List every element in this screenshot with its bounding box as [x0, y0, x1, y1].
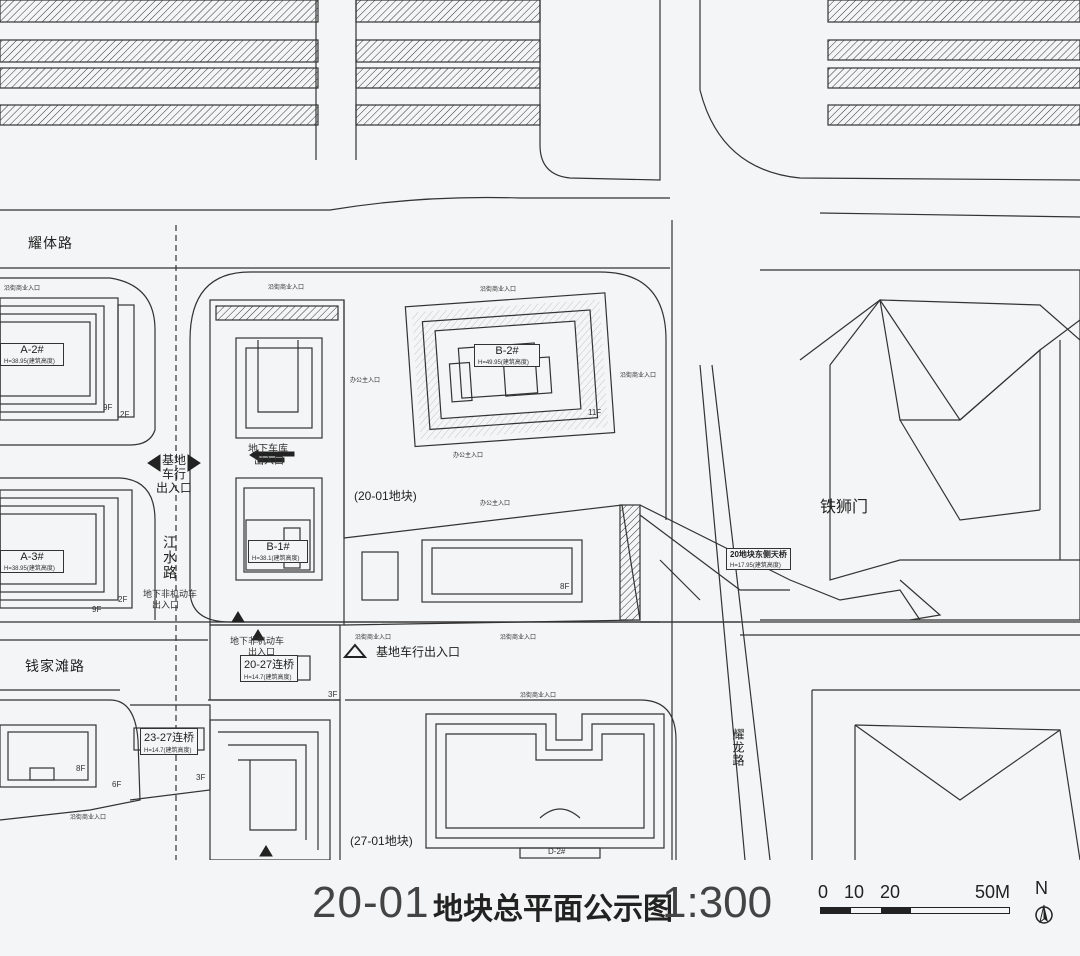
bridge-2027-name: 20-27连桥	[244, 659, 295, 671]
underground-garage-label: 地下车库	[248, 444, 288, 455]
building-b2-height: H=49.95(建筑高度)	[478, 360, 529, 366]
base-entry-label-2: 车行	[162, 467, 187, 481]
building-a3-floors: 9F	[92, 605, 102, 614]
nonmotor-west-label-2: 出入口	[152, 600, 180, 610]
street-entry-label-2: 沿街商业入口	[480, 287, 517, 293]
street-entry-label-7: 沿街商业入口	[520, 693, 557, 699]
road-label-east: 耀龙路	[731, 728, 745, 767]
building-a2-height: H=38.95(建筑高度)	[4, 359, 55, 365]
plot-label-2701: (27-01地块)	[350, 834, 413, 848]
office-entry-label-3: 办公主入口	[350, 378, 381, 384]
bridge-2327-height: H=14.7(建筑高度)	[144, 748, 192, 754]
office-entry-label-1: 办公主入口	[480, 501, 511, 507]
building-a2-floors: 9F	[103, 403, 113, 412]
street-entry-label-1: 沿街商业入口	[268, 285, 305, 291]
building-a2-label: A-2# H=38.95(建筑高度)	[0, 343, 64, 366]
scale-bar	[820, 907, 1010, 914]
building-left-low-floors2: 6F	[112, 780, 122, 789]
building-a3-floors2: 2F	[118, 595, 128, 604]
road-label-north: 耀体路	[28, 235, 73, 251]
base-entry-label-1: 基地	[162, 453, 187, 467]
bridge-20east-height: H=17.95(建筑高度)	[730, 563, 781, 569]
building-d2-label: D-2#	[548, 847, 566, 856]
scale-tick-50: 50M	[975, 882, 1011, 902]
building-b1-floors: 8F	[560, 582, 570, 591]
nonmotor-entry-icon	[231, 611, 245, 623]
building-left-low-floors: 8F	[76, 764, 86, 773]
scale-tick-20: 20	[880, 882, 901, 902]
bridge-2327-label: 23-27连桥 H=14.7(建筑高度)	[140, 728, 199, 755]
building-b1-code: B-1#	[266, 541, 290, 553]
north-arrow-icon	[1035, 904, 1053, 924]
street-entry-label-4: 沿街商业入口	[355, 635, 392, 641]
entry-triangle-icon	[342, 643, 368, 658]
building-b1-height: H=38.1(建筑高度)	[252, 556, 300, 562]
bridge-2027-label: 20-27连桥 H=14.7(建筑高度)	[240, 655, 299, 682]
floors-3f-b: 3F	[328, 690, 338, 699]
building-a2-code: A-2#	[20, 344, 44, 356]
building-a2-floors2: 2F	[120, 410, 130, 419]
site-plan-drawing	[0, 0, 1080, 860]
road-label-vertical: 江水路	[162, 535, 178, 580]
building-b1-label: B-1# H=38.1(建筑高度)	[248, 540, 308, 563]
scale-tick-0: 0	[818, 882, 829, 902]
road-label-middle: 钱家滩路	[25, 658, 85, 674]
bridge-20east-name: 20地块东侧天桥	[730, 550, 787, 559]
base-entry-south-label: 基地车行出入口	[376, 645, 461, 659]
title-scale: 1:300	[662, 878, 773, 927]
building-a3-label: A-3# H=38.95(建筑高度)	[0, 550, 64, 573]
entry-arrow-left-icon	[147, 454, 161, 472]
street-entry-label-5: 沿街商业入口	[500, 635, 537, 641]
floors-3f-a: 3F	[196, 773, 206, 782]
district-label: 铁狮门	[820, 499, 869, 516]
entry-arrow-right-icon	[187, 454, 201, 472]
bridge-20east-label: 20地块东侧天桥 H=17.95(建筑高度)	[726, 548, 791, 570]
base-entry-label-3: 出入口	[156, 481, 193, 495]
nonmotor-south-label: 地下非机动车	[230, 636, 285, 646]
bridge-2327-name: 23-27连桥	[144, 732, 195, 744]
nonmotor-west-label: 地下非机动车	[143, 589, 198, 599]
building-b2-floors: 11F	[588, 408, 602, 417]
plot-label-2001: (20-01地块)	[354, 489, 417, 503]
parking-rows-top-right	[827, 0, 1080, 126]
nonmotor-south-label-2: 出入口	[248, 647, 276, 657]
street-entry-label-6: 沿街商业入口	[70, 815, 107, 821]
street-entry-label-3: 沿街商业入口	[4, 286, 41, 292]
building-b2-label: B-2# H=49.95(建筑高度)	[474, 344, 540, 367]
scale-tick-10: 10	[844, 882, 865, 902]
bridge-2027-height: H=14.7(建筑高度)	[244, 675, 292, 681]
underground-garage-label-2: 出入口	[254, 456, 284, 467]
building-a3-code: A-3#	[20, 551, 44, 563]
title-prefix: 20-01	[312, 878, 430, 927]
parking-rows-top-left	[0, 0, 541, 126]
page-title: 地块总平面公示图	[433, 892, 673, 927]
frontage-label: 沿街商业入口	[620, 373, 657, 379]
building-b2-code: B-2#	[495, 345, 519, 357]
office-entry-label-2: 办公主入口	[453, 453, 484, 459]
north-label: N	[1035, 878, 1048, 898]
building-a3-height: H=38.95(建筑高度)	[4, 566, 55, 572]
